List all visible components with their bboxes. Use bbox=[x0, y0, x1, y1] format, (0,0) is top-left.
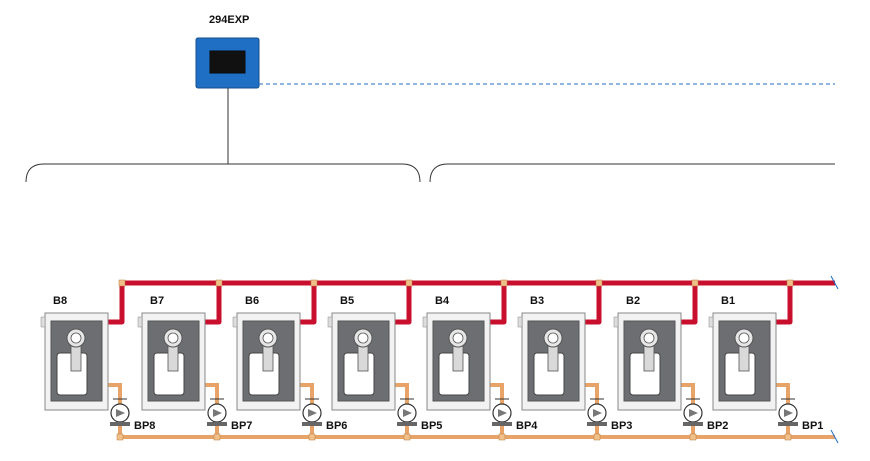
burner-fan-hub bbox=[357, 332, 369, 344]
tee-fitting bbox=[116, 433, 124, 441]
boiler-pump: BP2 bbox=[683, 398, 728, 432]
boiler-pump: BP8 bbox=[110, 398, 155, 432]
pump-label: BP4 bbox=[516, 420, 538, 432]
boiler-flue-stub bbox=[708, 316, 714, 328]
tee-fitting bbox=[215, 279, 223, 287]
pump-label: BP5 bbox=[421, 420, 442, 432]
boiler-label: B3 bbox=[530, 295, 544, 307]
pump-label: BP3 bbox=[611, 420, 632, 432]
pump-label: BP1 bbox=[802, 420, 823, 432]
pump-arrow-icon bbox=[116, 409, 125, 417]
pump-arrow-icon bbox=[213, 409, 222, 417]
supply-break-mark bbox=[830, 275, 839, 290]
pump-arrow-icon bbox=[689, 409, 698, 417]
boiler-label: B5 bbox=[340, 295, 354, 307]
tee-fitting bbox=[405, 279, 413, 287]
pump-base bbox=[302, 422, 322, 426]
boiler-label: B6 bbox=[245, 295, 259, 307]
tee-fitting bbox=[213, 433, 221, 441]
pump-arrow-icon bbox=[403, 409, 412, 417]
tee-fitting bbox=[595, 279, 603, 287]
pump-arrow-icon bbox=[308, 409, 317, 417]
boiler-label: B2 bbox=[626, 295, 640, 307]
return-break-mark bbox=[830, 429, 839, 444]
tee-fitting bbox=[308, 433, 316, 441]
boiler-flue-stub bbox=[327, 316, 333, 328]
pump-label: BP8 bbox=[134, 420, 155, 432]
burner-fan-hub bbox=[262, 332, 274, 344]
boiler-flue-stub bbox=[232, 316, 238, 328]
boiler-flue-stub bbox=[517, 316, 523, 328]
burner-fan-hub bbox=[70, 332, 82, 344]
boiler-pump: BP3 bbox=[587, 398, 632, 432]
pump-label: BP6 bbox=[326, 420, 347, 432]
pump-base bbox=[683, 422, 703, 426]
boiler-group-bracket-right bbox=[429, 163, 835, 183]
boiler-flue-stub bbox=[422, 316, 428, 328]
boiler-label: B7 bbox=[150, 295, 164, 307]
boiler-flue-stub bbox=[40, 316, 46, 328]
burner-fan-hub bbox=[738, 332, 750, 344]
controller-label: 294EXP bbox=[209, 14, 249, 26]
boiler-flue-stub bbox=[613, 316, 619, 328]
boiler-flue-stub bbox=[137, 316, 143, 328]
boiler-label: B8 bbox=[53, 295, 67, 307]
pump-base bbox=[110, 422, 130, 426]
pump-arrow-icon bbox=[498, 409, 507, 417]
pump-base bbox=[492, 422, 512, 426]
tee-fitting bbox=[310, 279, 318, 287]
controller: 294EXP bbox=[195, 14, 835, 164]
boiler-label: B1 bbox=[721, 295, 735, 307]
boiler-label: B4 bbox=[435, 295, 450, 307]
pump-base bbox=[207, 422, 227, 426]
boiler-pump: BP4 bbox=[492, 398, 538, 432]
pump-base bbox=[587, 422, 607, 426]
pump-arrow-icon bbox=[784, 409, 793, 417]
boiler-pump: BP6 bbox=[302, 398, 347, 432]
pump-label: BP2 bbox=[707, 420, 728, 432]
burner-fan-hub bbox=[452, 332, 464, 344]
tee-fitting bbox=[500, 279, 508, 287]
boiler-pump: BP5 bbox=[397, 398, 442, 432]
pump-label: BP7 bbox=[231, 420, 252, 432]
tee-fitting bbox=[118, 279, 126, 287]
pump-arrow-icon bbox=[593, 409, 602, 417]
burner-fan-hub bbox=[167, 332, 179, 344]
boiler-pump: BP7 bbox=[207, 398, 252, 432]
tee-fitting bbox=[784, 433, 792, 441]
tee-fitting bbox=[689, 433, 697, 441]
boiler-pump: BP1 bbox=[778, 398, 823, 432]
controller-screen bbox=[209, 50, 246, 74]
tee-fitting bbox=[593, 433, 601, 441]
pump-base bbox=[778, 422, 798, 426]
pump-base bbox=[397, 422, 417, 426]
tee-fitting bbox=[786, 279, 794, 287]
tee-fitting bbox=[498, 433, 506, 441]
burner-fan-hub bbox=[547, 332, 559, 344]
boiler-group-bracket-left bbox=[25, 163, 421, 183]
burner-fan-hub bbox=[643, 332, 655, 344]
tee-fitting bbox=[691, 279, 699, 287]
tee-fitting bbox=[403, 433, 411, 441]
